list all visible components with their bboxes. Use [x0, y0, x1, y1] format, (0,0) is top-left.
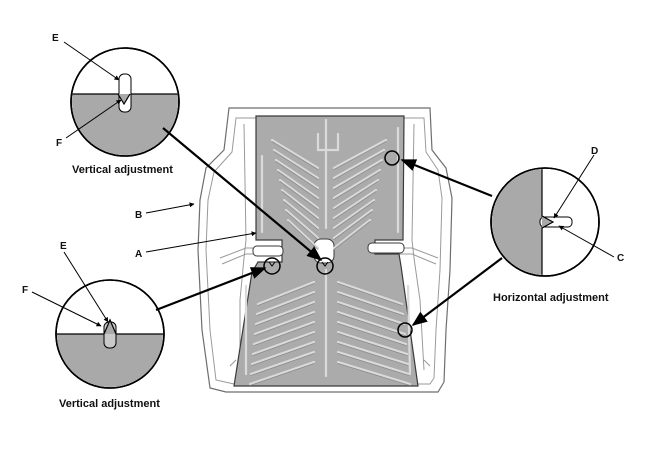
caption-vertical-adjustment-top: Vertical adjustment: [72, 164, 173, 176]
seat-heater-element: [233, 115, 419, 387]
label-f-bottom: F: [22, 285, 28, 296]
heater-grooves-upper: [260, 118, 400, 250]
clip-mark-center: [316, 257, 334, 275]
clip-mark-left: [263, 257, 281, 275]
arrow-right-detail-to-lower: [411, 257, 503, 326]
arrow-top-detail-to-center: [162, 127, 323, 261]
detail-vertical-adjustment-top: [70, 47, 180, 157]
detail-vertical-adjustment-bottom: [55, 279, 165, 389]
label-a: A: [135, 249, 142, 260]
label-e-bottom: E: [60, 241, 67, 252]
clip-mark-upper-right: [384, 150, 400, 166]
heater-grooves-lower: [244, 268, 412, 386]
detail-horizontal-adjustment: [490, 167, 600, 277]
caption-vertical-adjustment-bottom: Vertical adjustment: [59, 398, 160, 410]
label-b: B: [135, 210, 142, 221]
arrow-bottom-detail-to-left: [155, 266, 267, 312]
clip-mark-lower-right: [397, 322, 413, 338]
arrow-right-detail-to-upper: [400, 158, 493, 198]
label-d: D: [591, 146, 598, 157]
label-e-top: E: [52, 33, 59, 44]
label-c: C: [617, 253, 624, 264]
label-f-top: F: [56, 138, 62, 149]
caption-horizontal-adjustment: Horizontal adjustment: [493, 292, 609, 304]
